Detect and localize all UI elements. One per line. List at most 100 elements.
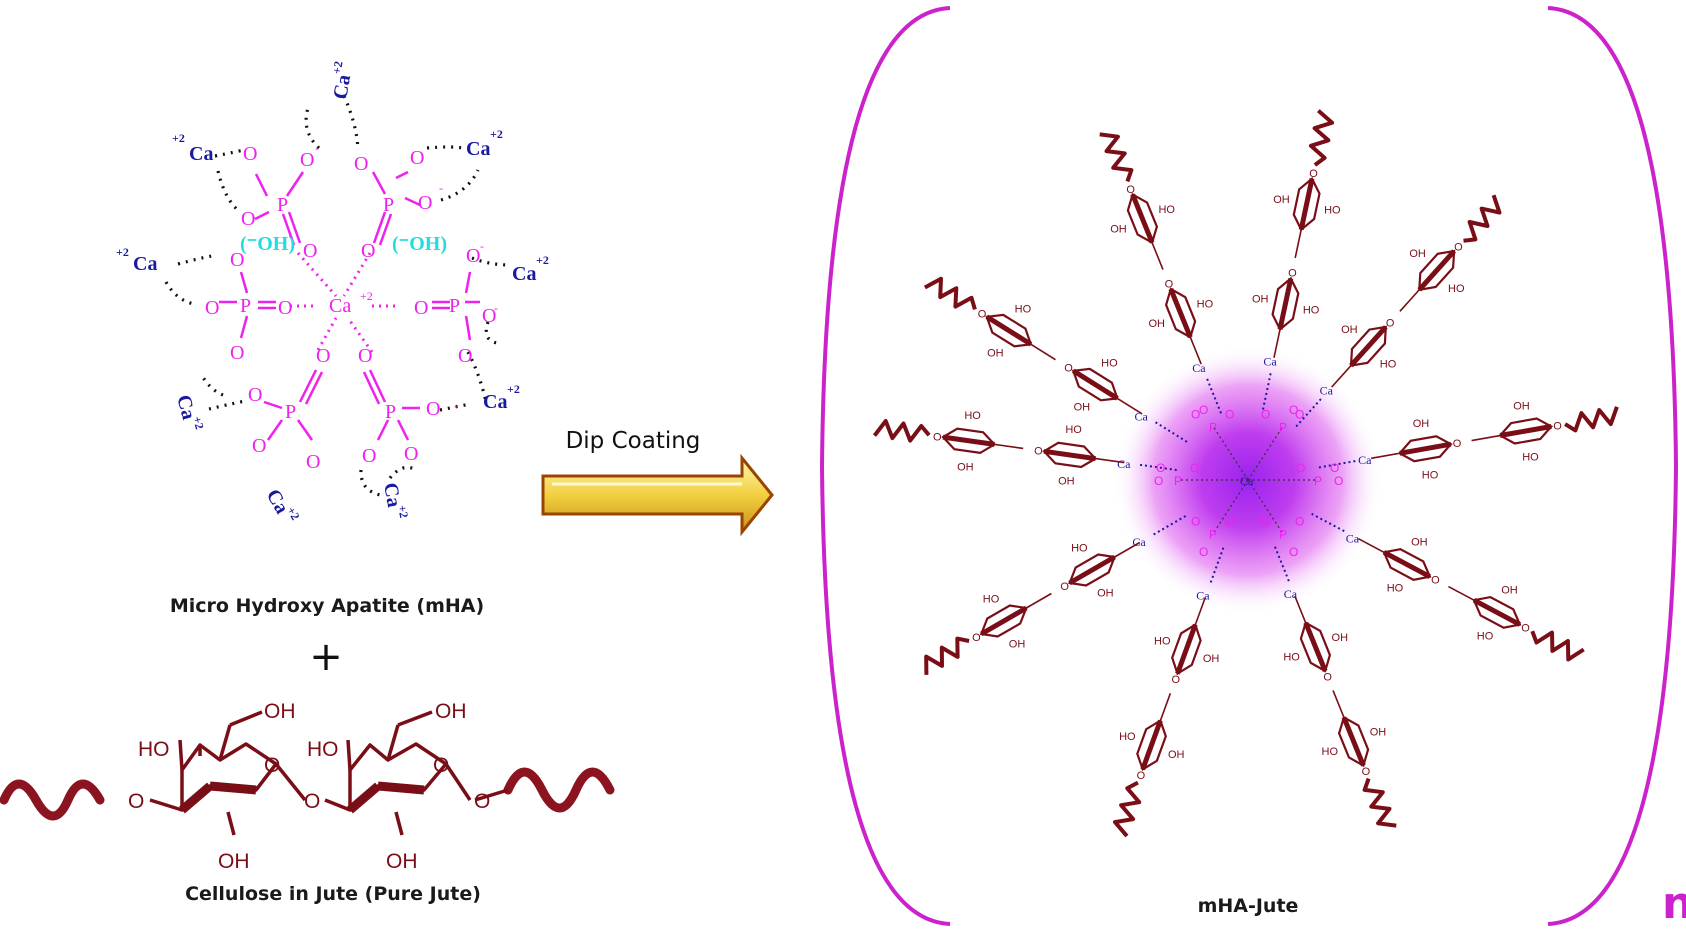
core-o-atom: O: [1191, 407, 1200, 421]
arm-hydroxyl: OH: [1332, 632, 1349, 644]
o-atom: O: [230, 249, 244, 271]
ca-ion: Ca: [329, 73, 355, 101]
arm-hydroxyl: HO: [1065, 424, 1082, 436]
arm-hydroxyl: OH: [1501, 584, 1518, 596]
arm-hydroxyl: HO: [1422, 469, 1439, 481]
p-atom: P: [285, 401, 296, 423]
hydroxide-ion: (⁻OH): [240, 233, 295, 255]
phosphate-bonds: [219, 170, 480, 441]
arm-hydroxyl: OH: [1273, 194, 1290, 206]
o-atom: O: [466, 245, 480, 267]
ca-ion: Ca: [133, 253, 157, 275]
arm-hydroxyl: HO: [983, 593, 1000, 605]
arm-hydroxyl: HO: [1015, 304, 1032, 316]
p-atom: P: [277, 194, 288, 216]
ca-charge: +2: [395, 504, 411, 519]
arm-hydroxyl: HO: [1522, 452, 1539, 464]
arm-hydroxyl: HO: [1322, 746, 1339, 758]
o-atom: O: [358, 345, 372, 367]
p-atom: P: [385, 401, 396, 423]
arm-oxygen: O: [1362, 766, 1371, 778]
chain-wave-right: [503, 767, 615, 813]
cellulose-arms: CaHOOHOHOOHOCaHOOHOHOOHOCaHOOHOHOOHOCaHO…: [872, 109, 1619, 838]
plus-sign: +: [309, 634, 343, 680]
o-atom: O: [404, 443, 418, 465]
ca-link-ion: Ca: [1358, 453, 1372, 467]
core-o-atom: O: [1225, 407, 1234, 421]
repeat-subscript: n: [1662, 878, 1686, 929]
o-atom: O: [361, 240, 375, 262]
arrow-label: Dip Coating: [566, 428, 701, 454]
core-p-atom: P: [1314, 474, 1322, 488]
ca-link-ion: Ca: [1117, 457, 1131, 471]
arm-hydroxyl: HO: [1448, 283, 1465, 295]
arm-hydroxyl: HO: [1387, 582, 1404, 594]
minus-sign: -: [439, 181, 443, 195]
ring-oxygen: O: [264, 754, 280, 777]
core-ca-ion: Ca: [1240, 474, 1254, 488]
arm-hydroxyl: OH: [1097, 588, 1114, 600]
hydroxyl-group: OH: [435, 700, 467, 723]
core-o-atom: O: [1295, 407, 1304, 421]
o-atom: O: [362, 445, 376, 467]
o-atom: O: [482, 305, 496, 327]
core-o-atom: O: [1334, 474, 1343, 488]
ca-charge: +2: [116, 245, 129, 259]
minus-sign: -: [494, 301, 498, 315]
arm-hydroxyl: OH: [1411, 537, 1428, 549]
ca-ion: Ca: [512, 263, 536, 285]
ca-ion: Ca: [466, 138, 490, 160]
arm-oxygen: O: [1034, 445, 1043, 457]
core-p-atom: P: [1279, 528, 1287, 542]
o-atom: O: [252, 435, 266, 457]
minus-sign: -: [454, 399, 458, 413]
reaction-arrow: [541, 453, 774, 537]
glycosidic-oxygen: O: [304, 790, 320, 813]
ca-ion: Ca: [483, 391, 507, 413]
ca-ion: Ca: [379, 481, 405, 509]
mha-jute-product: n CaHOOHOHOOHOCaHOOHOHOOHOCaHOOHOHOOHOCa…: [819, 6, 1686, 929]
o-atom: O: [230, 342, 244, 364]
ring-oxygen: O: [433, 754, 449, 777]
arm-hydroxyl: OH: [1058, 476, 1075, 488]
core-o-atom: O: [1156, 461, 1165, 475]
core-o-atom: O: [1154, 474, 1163, 488]
arm-oxygen: O: [978, 309, 987, 321]
core-p-atom: P: [1174, 474, 1182, 488]
arm-oxygen: O: [1386, 317, 1395, 329]
ca-ion: Ca: [189, 143, 213, 165]
ca-link-ion: Ca: [1346, 531, 1360, 545]
ca-link-ion: Ca: [1192, 361, 1206, 375]
phosphate-atoms: P P P P P P O O O O O O O O O O O O O O …: [205, 141, 498, 473]
right-bracket: [1547, 6, 1679, 926]
arm-hydroxyl: HO: [1197, 298, 1214, 310]
ca-link-ion: Ca: [1284, 587, 1298, 601]
arm-hydroxyl: HO: [1119, 731, 1136, 743]
arm-hydroxyl: OH: [1110, 223, 1127, 235]
core-p-atom: P: [1279, 420, 1287, 434]
cellulose-structure: O O O O O OH OH HO HO OH OH: [0, 700, 615, 873]
arm-oxygen: O: [1309, 168, 1318, 180]
ca-charge: +2: [490, 127, 503, 141]
arm-oxygen: O: [1064, 363, 1073, 375]
arm-hydroxyl: HO: [1101, 358, 1118, 370]
o-atom: O: [354, 153, 368, 175]
arm-oxygen: O: [1453, 438, 1462, 450]
cellulose-atoms: O O O O O OH OH HO HO OH OH: [128, 700, 490, 873]
arm-hydroxyl: HO: [1158, 204, 1175, 216]
arm-oxygen: O: [1288, 268, 1297, 280]
p-atom: P: [449, 295, 460, 317]
ca-charge: +2: [284, 504, 303, 522]
hydroxide-ion: (⁻OH): [392, 233, 447, 255]
o-atom: O: [306, 451, 320, 473]
arm-oxygen: O: [1454, 242, 1463, 254]
arm-oxygen: O: [1171, 674, 1180, 686]
